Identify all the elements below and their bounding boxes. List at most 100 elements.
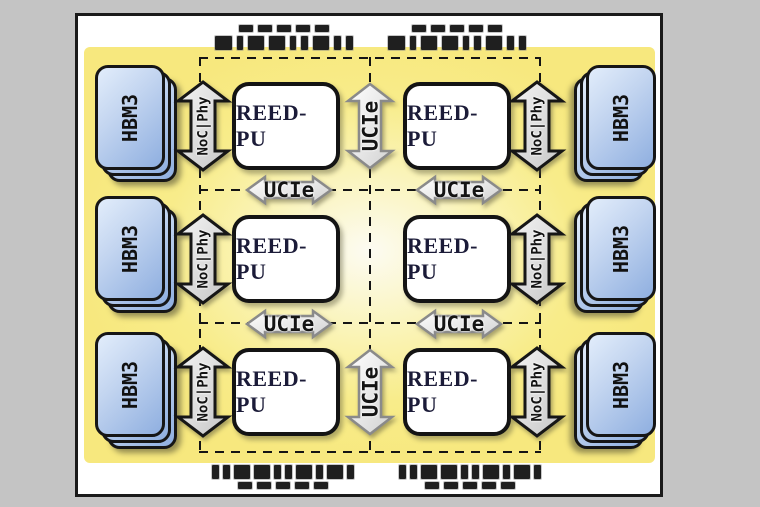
bump-pad [347, 465, 354, 479]
bump-row [425, 482, 515, 489]
bump-row [238, 482, 328, 489]
bump-pad [248, 36, 264, 50]
bump-pad [503, 465, 510, 479]
bump-pad [519, 36, 526, 50]
hbm3-stack: HBM3 [95, 196, 177, 313]
bump-pad [254, 465, 270, 479]
bump-row [215, 36, 353, 50]
bump-pad [410, 465, 417, 479]
bump-pad [301, 36, 308, 50]
bump-pad [327, 465, 343, 479]
bump-pad [274, 465, 281, 479]
bump-row [239, 25, 329, 32]
reed-pu-label: REED-PU [236, 100, 307, 151]
bump-row [388, 36, 526, 50]
noc-phy-arrow: NoC|Phy [173, 213, 233, 305]
hbm3-card: HBM3 [95, 332, 165, 437]
bump-pad [488, 25, 502, 32]
hbm3-label: HBM3 [608, 224, 633, 273]
bump-pad [314, 482, 328, 489]
bump-pad [483, 465, 499, 479]
bump-pad [239, 25, 253, 32]
bump-pad [334, 36, 341, 50]
bump-pad [212, 465, 219, 479]
bump-pad [501, 482, 515, 489]
bump-row [399, 465, 541, 479]
bump-pad [472, 465, 479, 479]
hbm3-stack: HBM3 [95, 332, 177, 449]
ucie-label: UCIe [358, 366, 383, 418]
reed-pu-label: REED-PU [407, 233, 478, 284]
bump-pad [285, 465, 292, 479]
hbm3-card: HBM3 [586, 332, 656, 437]
bump-pad [258, 25, 272, 32]
reed-pu-box: REED-PU [232, 82, 340, 170]
noc-phy-arrow: NoC|Phy [507, 80, 567, 172]
noc-phy-arrow: NoC|Phy [173, 80, 233, 172]
hbm3-card: HBM3 [586, 196, 656, 301]
chiplet-grid-center-line [369, 57, 371, 453]
bump-pad [425, 482, 439, 489]
bump-pad [482, 482, 496, 489]
bump-pad [296, 25, 310, 32]
bump-pad [315, 25, 329, 32]
bump-pad [421, 465, 437, 479]
bump-pad [450, 25, 464, 32]
ucie-label: UCIe [433, 178, 485, 202]
bump-pad [421, 36, 437, 50]
bump-pad [237, 36, 243, 50]
bump-pad [469, 25, 483, 32]
bump-pad [316, 465, 323, 479]
bump-pad [534, 465, 541, 479]
ucie-arrow-horizontal: UCIe [414, 174, 504, 206]
ucie-label: UCIe [263, 312, 315, 336]
bump-pad [463, 482, 477, 489]
noc-phy-label: NoC|Phy [195, 229, 212, 289]
hbm3-label: HBM3 [608, 360, 633, 409]
bump-pad [474, 36, 481, 50]
bump-pad [507, 36, 514, 50]
bump-pad [444, 482, 458, 489]
bump-pad [410, 36, 416, 50]
bump-pad [461, 465, 468, 479]
reed-pu-box: REED-PU [232, 348, 340, 436]
ucie-arrow-horizontal: UCIe [244, 174, 334, 206]
noc-phy-label: NoC|Phy [529, 362, 546, 422]
hbm3-label: HBM3 [608, 93, 633, 142]
bump-pad [441, 465, 457, 479]
noc-phy-arrow: NoC|Phy [173, 346, 233, 438]
bump-pad [276, 482, 290, 489]
bump-row [212, 465, 354, 479]
reed-pu-label: REED-PU [236, 366, 307, 417]
hbm3-card: HBM3 [586, 65, 656, 170]
reed-pu-label: REED-PU [407, 100, 478, 151]
noc-phy-arrow: NoC|Phy [507, 213, 567, 305]
hbm3-stack: HBM3 [95, 65, 177, 182]
hbm3-card: HBM3 [95, 65, 165, 170]
ucie-arrow-vertical: UCIe [344, 82, 396, 170]
reed-pu-label: REED-PU [407, 366, 478, 417]
hbm3-label: HBM3 [117, 224, 142, 273]
hbm3-label: HBM3 [117, 360, 142, 409]
hbm3-stack: HBM3 [574, 196, 656, 313]
noc-phy-label: NoC|Phy [195, 96, 212, 156]
bump-pad [269, 36, 285, 50]
bump-pad [223, 465, 230, 479]
bump-pad [234, 465, 250, 479]
hbm3-label: HBM3 [117, 93, 142, 142]
bump-pad [442, 36, 458, 50]
reed-pu-box: REED-PU [403, 82, 511, 170]
noc-phy-label: NoC|Phy [529, 96, 546, 156]
bump-pad [486, 36, 502, 50]
ucie-arrow-horizontal: UCIe [244, 308, 334, 340]
reed-pu-box: REED-PU [403, 348, 511, 436]
noc-phy-label: NoC|Phy [529, 229, 546, 289]
reed-pu-box: REED-PU [403, 215, 511, 303]
bump-pad [313, 36, 329, 50]
ucie-arrow-vertical: UCIe [344, 348, 396, 436]
bump-pad [399, 465, 406, 479]
bump-pad [277, 25, 291, 32]
bump-pad [388, 36, 405, 50]
hbm3-stack: HBM3 [574, 332, 656, 449]
bump-pad [514, 465, 530, 479]
